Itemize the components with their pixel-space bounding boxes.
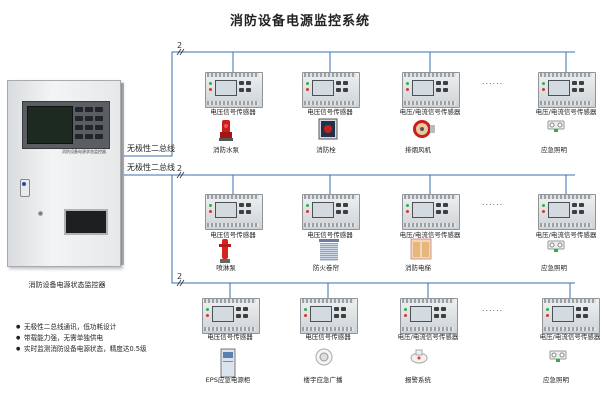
ellipsis-row-1: ...... — [482, 77, 504, 86]
ellipsis-row-3: ...... — [482, 304, 504, 313]
sensor-display — [552, 306, 574, 322]
broadcast-speaker-icon — [315, 348, 333, 370]
sensor-label: 电压/电流信号传感器 — [535, 108, 597, 116]
fire-pump-icon — [218, 118, 234, 146]
sensor-label: 电压信号传感器 — [307, 231, 353, 239]
sensor-module — [202, 298, 260, 334]
hydrant-icon — [318, 118, 338, 144]
bus-label-upper: 无极性二总线 — [127, 144, 175, 153]
sensor-display — [412, 80, 434, 96]
cabinet-caption: 消防设备电源状态监控器 — [62, 149, 106, 154]
alarm-icon — [410, 348, 428, 368]
bus-number-1: 2 — [177, 41, 183, 50]
sensor-display — [312, 80, 334, 96]
cabinet-side — [119, 83, 124, 265]
feature-item: 无极性二总线通讯，低功耗设计 — [16, 322, 147, 333]
sensor-module — [302, 72, 360, 108]
device-label: 防火卷帘 — [313, 264, 339, 272]
fire-elevator-icon — [410, 238, 432, 264]
sensor-module — [402, 72, 460, 108]
sensor-module — [538, 72, 596, 108]
cabinet-label: 消防设备电源状态监控器 — [28, 281, 106, 289]
fire-shutter-icon — [318, 238, 340, 266]
sensor-label: 电压信号传感器 — [307, 108, 353, 116]
sensor-display — [548, 202, 570, 218]
sensor-label: 电压信号传感器 — [305, 333, 351, 341]
sensor-display — [212, 306, 234, 322]
page-title: 消防设备电源监控系统 — [229, 14, 370, 29]
device-label: 应急照明 — [541, 264, 567, 272]
printer-slot — [64, 209, 108, 235]
exhaust-fan-icon — [410, 118, 436, 144]
sensor-label: 电压信号传感器 — [210, 108, 256, 116]
device-label: 消防电梯 — [405, 264, 431, 272]
speaker-grille — [38, 211, 43, 216]
sensor-label: 电压/电流信号传感器 — [539, 333, 600, 341]
emergency-light-icon — [548, 348, 568, 368]
ellipsis-row-2: ...... — [482, 198, 504, 207]
device-label: 应急照明 — [543, 376, 569, 384]
device-label: EPS应急电源柜 — [205, 376, 251, 384]
sensor-display — [215, 80, 237, 96]
feature-item: 实时监测消防设备电源状态，精度达0.5级 — [16, 344, 147, 355]
sensor-label: 电压信号传感器 — [210, 231, 256, 239]
device-label: 报警系统 — [405, 376, 431, 384]
device-label: 消防栓 — [316, 146, 336, 154]
sensor-module — [538, 194, 596, 230]
cabinet-screen — [27, 106, 73, 144]
sensor-display — [412, 202, 434, 218]
sensor-module — [205, 72, 263, 108]
sensor-label: 电压/电流信号传感器 — [535, 231, 597, 239]
cabinet-keypad — [75, 107, 105, 141]
emergency-light-icon — [546, 118, 566, 138]
sprinkler-pump-icon — [218, 238, 232, 268]
sensor-label: 电压/电流信号传感器 — [397, 333, 459, 341]
sensor-display — [310, 306, 332, 322]
monitor-cabinet: 消防设备电源状态监控器 — [7, 80, 121, 267]
bus-number-2: 2 — [177, 164, 183, 173]
sensor-label: 电压信号传感器 — [207, 333, 253, 341]
device-label: 喷淋泵 — [216, 264, 236, 272]
feature-item: 带载能力强，无需单独供电 — [16, 333, 147, 344]
sensor-module — [300, 298, 358, 334]
sensor-label: 电压/电流信号传感器 — [399, 231, 461, 239]
sensor-display — [312, 202, 334, 218]
sensor-module — [542, 298, 600, 334]
cabinet-lock-icon — [22, 182, 26, 186]
bus-label-lower: 无极性二总线 — [127, 163, 175, 172]
sensor-module — [302, 194, 360, 230]
sensor-display — [410, 306, 432, 322]
cabinet-panel — [22, 101, 110, 149]
sensor-display — [548, 80, 570, 96]
eps-cabinet-icon — [220, 348, 236, 382]
device-label: 排烟风机 — [405, 146, 431, 154]
emergency-light-icon — [546, 238, 566, 258]
sensor-module — [205, 194, 263, 230]
device-label: 楼宇应急广播 — [303, 376, 343, 384]
bus-number-3: 2 — [177, 272, 183, 281]
sensor-module — [402, 194, 460, 230]
device-label: 应急照明 — [541, 146, 567, 154]
sensor-display — [215, 202, 237, 218]
device-label: 消防水泵 — [213, 146, 239, 154]
feature-list: 无极性二总线通讯，低功耗设计 带载能力强，无需单独供电 实时监测消防设备电源状态… — [16, 322, 147, 355]
sensor-module — [400, 298, 458, 334]
sensor-label: 电压/电流信号传感器 — [399, 108, 461, 116]
cabinet-handle — [20, 179, 30, 197]
